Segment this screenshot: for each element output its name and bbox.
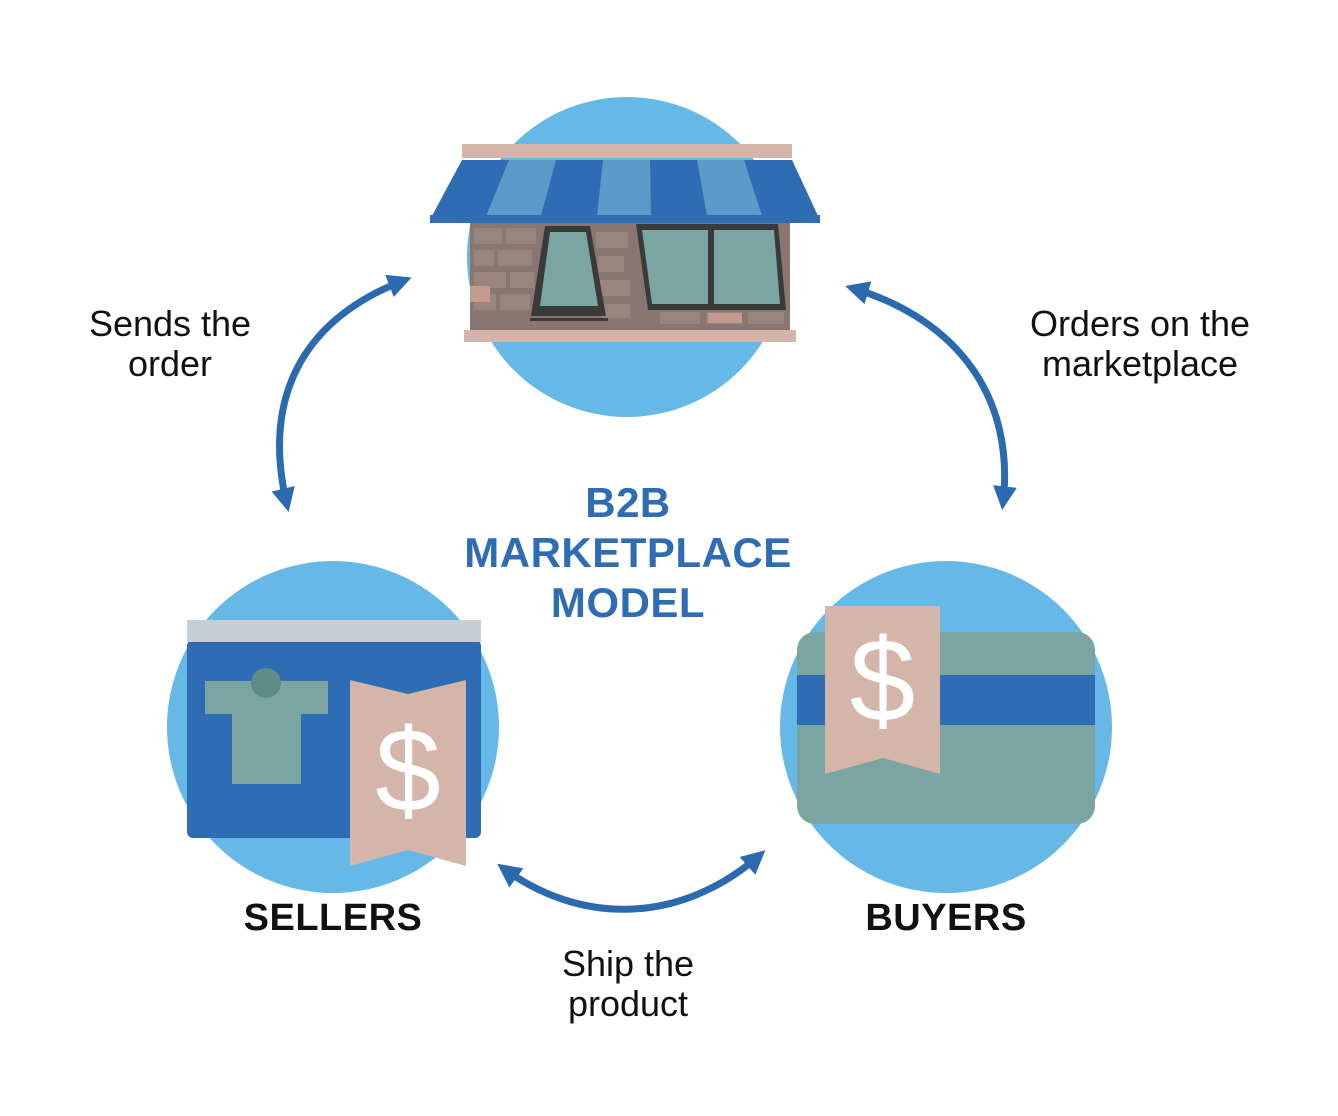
title-line-2: MARKETPLACE [464,529,792,576]
buyer-dollar-icon: $ [849,615,916,747]
sellers-label: SELLERS [243,897,423,939]
arrow-sellers-marketplace [271,274,412,512]
caption-line: product [567,983,689,1024]
caption-line: Orders on the [1029,303,1251,344]
title-line-3: MODEL [550,579,706,626]
buyer-price-tag [825,606,940,774]
caption-orders-on-marketplace: Orders on the marketplace [980,304,1300,384]
title-line-1: B2B [585,479,671,526]
arrow-marketplace-buyers [845,281,1017,511]
caption-sends-the-order: Sends the order [20,304,320,384]
caption-line: order [127,343,213,384]
credit-card-icon [797,606,1095,824]
caption-line: marketplace [1041,343,1239,384]
seller-price-tag [350,680,466,866]
arrow-sellers-buyers [497,850,766,913]
caption-ship-the-product: Ship the product [478,944,778,1024]
caption-line: Sends the [88,303,252,344]
seller-dollar-icon: $ [375,705,441,837]
diagram-title: B2B MARKETPLACE MODEL [398,478,858,628]
caption-line: Ship the [561,943,695,984]
storefront-icon [430,144,820,342]
buyers-label: BUYERS [865,897,1027,939]
product-listing-icon [187,620,481,866]
